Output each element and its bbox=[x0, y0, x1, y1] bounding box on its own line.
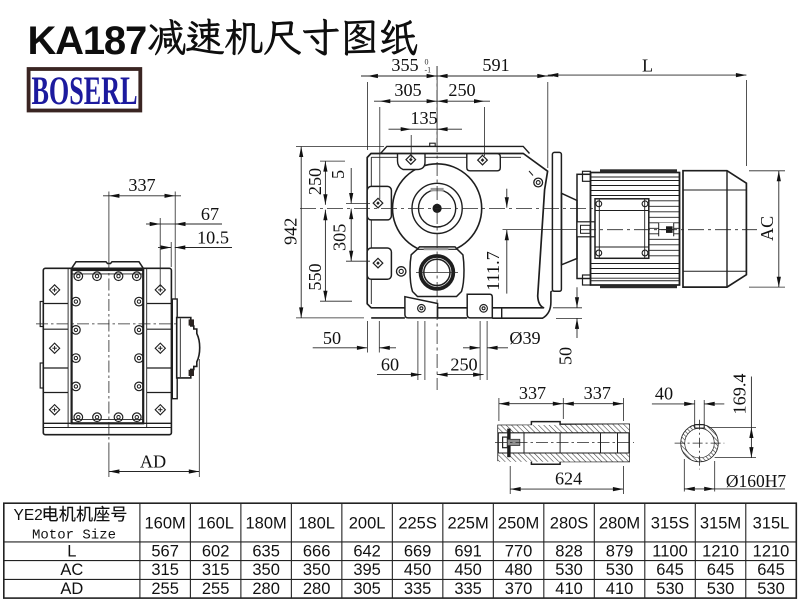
svg-text:828: 828 bbox=[555, 542, 583, 560]
svg-text:AC: AC bbox=[757, 216, 777, 241]
svg-text:450: 450 bbox=[454, 561, 482, 579]
svg-text:Motor Size: Motor Size bbox=[32, 527, 116, 543]
svg-text:395: 395 bbox=[353, 561, 381, 579]
svg-text:315: 315 bbox=[202, 561, 230, 579]
svg-text:180L: 180L bbox=[298, 515, 335, 533]
svg-text:355: 355 bbox=[391, 55, 418, 75]
svg-text:225M: 225M bbox=[447, 515, 488, 533]
svg-text:L: L bbox=[67, 542, 76, 560]
svg-text:315: 315 bbox=[151, 561, 179, 579]
svg-text:250: 250 bbox=[448, 80, 475, 100]
svg-text:337: 337 bbox=[519, 383, 546, 403]
svg-text:315L: 315L bbox=[753, 515, 790, 533]
svg-text:280: 280 bbox=[252, 580, 280, 598]
svg-text:10.5: 10.5 bbox=[197, 228, 229, 248]
svg-text:180M: 180M bbox=[245, 515, 286, 533]
svg-text:666: 666 bbox=[303, 542, 331, 560]
svg-text:942: 942 bbox=[281, 218, 301, 245]
svg-text:624: 624 bbox=[555, 469, 582, 489]
svg-text:50: 50 bbox=[556, 347, 576, 365]
svg-text:450: 450 bbox=[404, 561, 432, 579]
svg-text:AD: AD bbox=[140, 452, 166, 472]
svg-text:50: 50 bbox=[323, 328, 341, 348]
svg-text:410: 410 bbox=[555, 580, 583, 598]
svg-text:530: 530 bbox=[757, 580, 785, 598]
svg-text:879: 879 bbox=[606, 542, 634, 560]
svg-text:530: 530 bbox=[707, 580, 735, 598]
svg-text:Ø160H7: Ø160H7 bbox=[726, 471, 787, 491]
svg-text:280M: 280M bbox=[599, 515, 640, 533]
svg-text:530: 530 bbox=[555, 561, 583, 579]
svg-text:AD: AD bbox=[60, 580, 83, 598]
svg-text:111.7: 111.7 bbox=[483, 251, 503, 291]
svg-text:135: 135 bbox=[410, 108, 437, 128]
svg-text:67: 67 bbox=[201, 204, 219, 224]
svg-text:335: 335 bbox=[454, 580, 482, 598]
svg-text:691: 691 bbox=[454, 542, 482, 560]
svg-text:280S: 280S bbox=[550, 515, 589, 533]
svg-text:160L: 160L bbox=[197, 515, 234, 533]
svg-text:642: 642 bbox=[353, 542, 381, 560]
svg-text:AC: AC bbox=[60, 561, 83, 579]
svg-text:280: 280 bbox=[303, 580, 331, 598]
svg-text:480: 480 bbox=[505, 561, 533, 579]
svg-text:337: 337 bbox=[128, 175, 155, 195]
svg-text:40: 40 bbox=[655, 384, 673, 404]
svg-text:315M: 315M bbox=[700, 515, 741, 533]
svg-text:669: 669 bbox=[404, 542, 432, 560]
svg-text:350: 350 bbox=[303, 561, 331, 579]
svg-text:KA187: KA187 bbox=[28, 19, 147, 63]
svg-text:305: 305 bbox=[330, 224, 350, 251]
svg-text:335: 335 bbox=[404, 580, 432, 598]
svg-text:635: 635 bbox=[252, 542, 280, 560]
svg-text:645: 645 bbox=[757, 561, 785, 579]
svg-text:-1: -1 bbox=[425, 66, 432, 75]
svg-text:645: 645 bbox=[707, 561, 735, 579]
svg-text:255: 255 bbox=[202, 580, 230, 598]
svg-text:YE2: YE2 bbox=[14, 507, 43, 524]
svg-text:1210: 1210 bbox=[753, 542, 790, 560]
svg-text:530: 530 bbox=[656, 580, 684, 598]
svg-text:60: 60 bbox=[381, 354, 399, 374]
svg-text:602: 602 bbox=[202, 542, 230, 560]
svg-text:567: 567 bbox=[151, 542, 179, 560]
svg-text:225S: 225S bbox=[398, 515, 437, 533]
svg-text:160M: 160M bbox=[145, 515, 186, 533]
svg-text:200L: 200L bbox=[349, 515, 386, 533]
svg-text:370: 370 bbox=[505, 580, 533, 598]
svg-text:250: 250 bbox=[305, 168, 325, 195]
svg-text:315S: 315S bbox=[651, 515, 690, 533]
svg-text:250: 250 bbox=[450, 354, 477, 374]
svg-text:1100: 1100 bbox=[652, 542, 687, 560]
svg-text:1210: 1210 bbox=[702, 542, 739, 560]
svg-text:5: 5 bbox=[328, 170, 348, 179]
svg-text:250M: 250M bbox=[498, 515, 539, 533]
svg-text:305: 305 bbox=[353, 580, 381, 598]
svg-text:305: 305 bbox=[394, 80, 421, 100]
svg-text:591: 591 bbox=[482, 55, 509, 75]
svg-text:350: 350 bbox=[252, 561, 280, 579]
svg-text:530: 530 bbox=[606, 561, 634, 579]
svg-text:550: 550 bbox=[305, 263, 325, 290]
svg-text:0: 0 bbox=[425, 58, 429, 67]
svg-text:770: 770 bbox=[505, 542, 533, 560]
svg-text:Ø39: Ø39 bbox=[509, 328, 540, 348]
svg-text:410: 410 bbox=[606, 580, 634, 598]
svg-text:255: 255 bbox=[151, 580, 179, 598]
svg-text:L: L bbox=[642, 56, 653, 76]
svg-text:337: 337 bbox=[584, 383, 611, 403]
svg-text:169.4: 169.4 bbox=[729, 374, 749, 415]
svg-text:BOSERL: BOSERL bbox=[32, 68, 138, 113]
svg-text:645: 645 bbox=[656, 561, 684, 579]
